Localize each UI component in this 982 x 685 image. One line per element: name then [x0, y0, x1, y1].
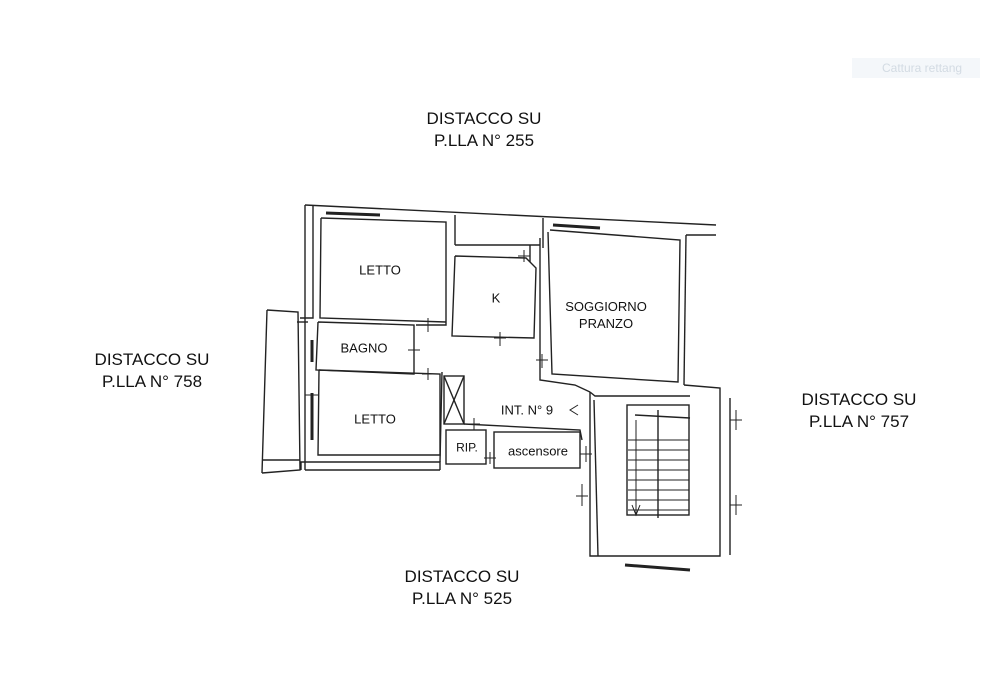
storage-walls	[445, 429, 487, 465]
boundary-south-line2: P.LLA N° 525	[411, 589, 513, 608]
room-label-elevator: ascensore	[508, 443, 568, 459]
bedroom-bottom-walls	[310, 369, 441, 456]
elevator-walls	[493, 431, 581, 469]
room-label-living: SOGGIORNO PRANZO	[565, 298, 647, 332]
room-label-bedroom-top: LETTO	[359, 262, 401, 278]
boundary-east-line2: P.LLA N° 757	[808, 412, 910, 431]
corridor-walls	[443, 375, 583, 441]
boundary-south-line1: DISTACCO SU	[404, 567, 520, 586]
room-label-bathroom: BAGNO	[340, 340, 388, 356]
west-annex-walls	[261, 309, 308, 474]
room-label-living-line1: SOGGIORNO	[565, 299, 647, 314]
screenshot-tool-overlay: Cattura rettang	[852, 58, 980, 78]
outer-walls	[300, 204, 721, 471]
room-label-unit-number: INT. N° 9	[500, 402, 554, 418]
boundary-north-line1: DISTACCO SU	[426, 109, 542, 128]
kitchen-walls	[451, 245, 537, 339]
boundary-east-line1: DISTACCO SU	[801, 390, 917, 409]
room-label-bedroom-bottom: LETTO	[354, 411, 396, 427]
room-label-living-line2: PRANZO	[578, 316, 634, 331]
boundary-west-line1: DISTACCO SU	[94, 350, 210, 369]
living-room-walls	[539, 223, 681, 393]
stair-treads	[628, 420, 689, 517]
boundary-west-line2: P.LLA N° 758	[101, 372, 203, 391]
boundary-north-label: DISTACCO SU P.LLA N° 255	[427, 108, 542, 152]
door-marks	[305, 250, 742, 515]
boundary-east-label: DISTACCO SU P.LLA N° 757	[802, 389, 917, 433]
boundary-north-line2: P.LLA N° 255	[433, 131, 535, 150]
boundary-west-label: DISTACCO SU P.LLA N° 758	[95, 349, 210, 393]
bathroom-walls	[310, 321, 415, 375]
room-label-kitchen: K	[491, 290, 501, 306]
stairwell	[589, 391, 731, 572]
room-label-storage: RIP.	[456, 440, 478, 455]
boundary-south-label: DISTACCO SU P.LLA N° 525	[405, 566, 520, 610]
